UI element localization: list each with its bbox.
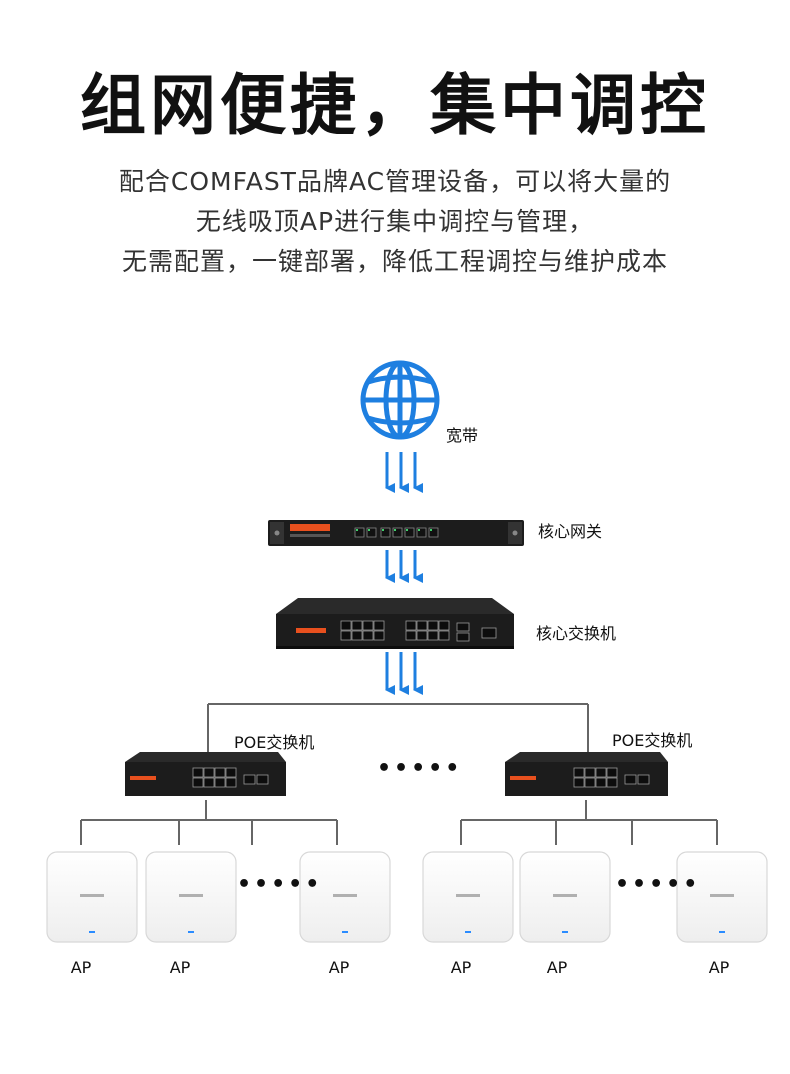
ap-label-1: AP [70,958,92,977]
access-point-4 [422,851,514,943]
ap-label-5: AP [546,958,568,977]
gateway-device [268,520,524,546]
access-point-2 [145,851,237,943]
core-switch-label: 核心交换机 [536,624,617,643]
description-line-2: 无线吸顶AP进行集中调控与管理， [195,207,595,236]
poe-switch-left-label: POE交换机 [234,733,315,752]
ellipsis-middle: ••••• [377,756,463,781]
ap-label-6: AP [708,958,730,977]
ellipsis-right-aps: ••••• [615,872,701,897]
arrows-core-to-distribution [385,652,423,695]
poe-switch-left-device [125,752,286,796]
ap-label-2: AP [169,958,191,977]
description-line-3: 无需配置，一键部署，降低工程调控与维护成本 [121,247,668,276]
page-title: 组网便捷，集中调控 [80,67,710,144]
ap-label-3: AP [328,958,350,977]
ap-label-4: AP [450,958,472,977]
access-point-5 [519,851,611,943]
ap-drop-lines [80,800,718,845]
internet-label: 宽带 [446,426,479,445]
poe-switch-right-device [505,752,668,796]
ellipsis-left-aps: ••••• [237,872,323,897]
poe-switch-right-label: POE交换机 [612,731,693,750]
core-switch-device [276,598,514,649]
description-line-1: 配合COMFAST品牌AC管理设备，可以将大量的 [118,167,672,196]
access-point-6 [676,851,768,943]
gateway-label: 核心网关 [538,522,603,541]
access-point-1 [46,851,138,943]
arrows-gateway-to-core [385,550,423,583]
distribution-lines [207,703,589,752]
globe-icon [360,360,440,440]
access-point-3 [299,851,391,943]
arrows-internet-to-gateway [385,452,423,493]
